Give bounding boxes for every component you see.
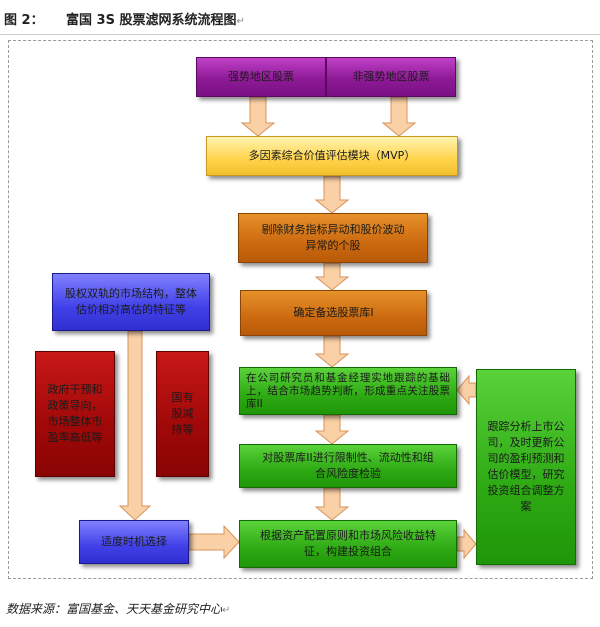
- risk-check-box: 对股票库II进行限制性、流动性和组合风险度检验: [239, 444, 457, 488]
- arrow-tracking-to-focus: [456, 374, 477, 406]
- figure-title-text: 富国 3S 股票滤网系统流程图: [66, 13, 237, 28]
- arrow-market-to-timing: [118, 330, 152, 521]
- tracking-box: 跟踪分析上市公司，及时更新公司的盈利预测和估价模型，研究投资组合调整方案: [476, 369, 576, 565]
- tracking-label: 跟踪分析上市公司，及时更新公司的盈利预测和估价模型，研究投资组合调整方案: [487, 420, 565, 513]
- gov-intervention-label: 政府干预和政策导向，市场整体市盈率高低等: [47, 383, 103, 444]
- arrow-nonstrong-to-mvp: [381, 96, 417, 137]
- arrow-remove-to-candidate: [314, 262, 350, 291]
- candidate-pool-box: 确定备选股票库I: [240, 290, 427, 336]
- focus-pool-label: 在公司研究员和基金经理实地跟踪的基础上，结合市场趋势判断，形成重点关注股票库II: [246, 371, 450, 410]
- risk-check-label: 对股票库II进行限制性、流动性和组合风险度检验: [262, 451, 434, 480]
- mvp-box: 多因素综合价值评估模块（MVP）: [206, 136, 458, 176]
- strong-region-label: 强势地区股票: [228, 70, 294, 83]
- figure-label: 图 2：: [4, 13, 44, 28]
- arrow-strong-to-mvp: [240, 96, 276, 137]
- candidate-pool-label: 确定备选股票库I: [293, 306, 374, 319]
- timing-label: 适度时机选择: [101, 535, 167, 548]
- mvp-label: 多因素综合价值评估模块（MVP）: [248, 149, 416, 162]
- arrow-timing-to-build: [188, 524, 240, 560]
- timing-box: 适度时机选择: [79, 520, 189, 564]
- source-text: 数据来源：富国基金、天天基金研究中心: [6, 602, 223, 616]
- non-strong-region-box: 非强势地区股票: [326, 57, 456, 97]
- arrow-risk-to-build: [314, 487, 350, 521]
- remove-abnormal-label: 剔除财务指标异动和股价波动异常的个股: [261, 223, 405, 252]
- flowchart-connectors: [118, 96, 477, 560]
- paragraph-mark-icon: ↵: [222, 605, 231, 616]
- figure-title: 富国 3S 股票滤网系统流程图↵: [66, 9, 245, 28]
- market-structure-box: 股权双轨的市场结构，整体估价相对高估的特征等: [52, 273, 210, 331]
- arrow-focus-to-risk: [314, 414, 350, 445]
- arrow-build-to-tracking: [456, 528, 477, 560]
- source-note: 数据来源：富国基金、天天基金研究中心↵: [6, 600, 230, 617]
- build-portfolio-box: 根据资产配置原则和市场风险收益特征，构建投资组合: [239, 520, 457, 568]
- strong-region-box: 强势地区股票: [196, 57, 326, 97]
- figure-header: 图 2： 富国 3S 股票滤网系统流程图↵: [0, 0, 600, 35]
- paragraph-mark-icon: ↵: [236, 16, 245, 27]
- flowchart-frame: 强势地区股票 非强势地区股票 多因素综合价值评估模块（MVP） 剔除财务指标异动…: [8, 40, 593, 579]
- market-structure-label: 股权双轨的市场结构，整体估价相对高估的特征等: [65, 287, 197, 316]
- gov-intervention-box: 政府干预和政策导向，市场整体市盈率高低等: [35, 351, 115, 477]
- state-holdings-label: 国有股减持等: [171, 391, 194, 436]
- arrow-mvp-to-remove: [314, 175, 350, 214]
- arrow-candidate-to-focus: [314, 335, 350, 368]
- remove-abnormal-box: 剔除财务指标异动和股价波动异常的个股: [238, 213, 428, 263]
- non-strong-region-label: 非强势地区股票: [352, 70, 430, 83]
- state-holdings-box: 国有股减持等: [156, 351, 209, 477]
- focus-pool-box: 在公司研究员和基金经理实地跟踪的基础上，结合市场趋势判断，形成重点关注股票库II: [239, 367, 457, 415]
- build-portfolio-label: 根据资产配置原则和市场风险收益特征，构建投资组合: [260, 529, 436, 558]
